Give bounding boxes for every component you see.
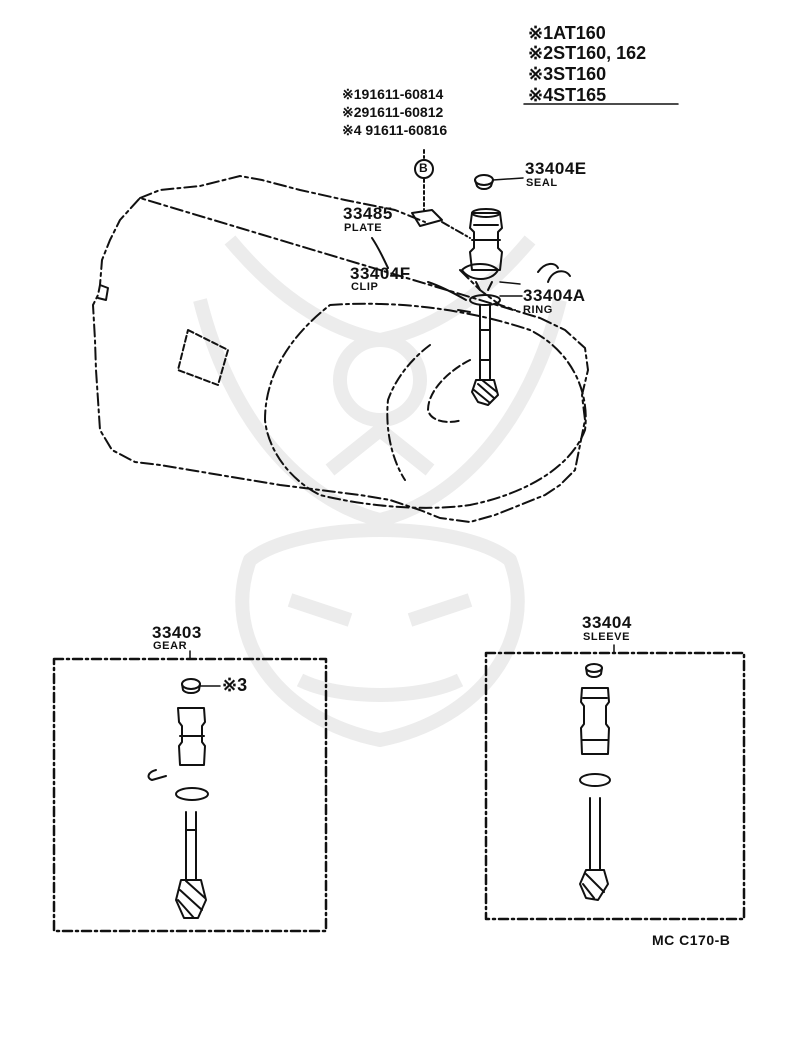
clip-leader (427, 281, 471, 313)
seal-part-body (474, 179, 494, 190)
case-side-pad (177, 329, 229, 386)
sleeve-part-name: SLEEVE (583, 631, 631, 643)
case-notch (97, 284, 109, 301)
seal-part-name: SEAL (526, 177, 558, 189)
sleeve-exploded-parts (579, 663, 611, 901)
applicability-row-3: ※4 91611-60816 (342, 122, 448, 138)
sleeve-part-number: 33404 (582, 613, 632, 632)
ring-part-number: 33404A (523, 286, 586, 305)
gear-part-number: 33403 (152, 623, 202, 642)
gear-applicability-note: ※3 (222, 675, 248, 695)
legend-row-1: ※1AT160 (528, 23, 606, 43)
clip-part-number: 33404F (350, 264, 411, 283)
legend-row-4: ※4ST165 (528, 85, 607, 105)
applicability-row-2: ※291611-60812 (342, 104, 444, 120)
main-sleeve-assembly (461, 208, 503, 406)
bellhousing-inner-arc (386, 344, 431, 481)
seal-part (474, 174, 494, 186)
clip-leader-right (499, 281, 521, 285)
gear-exploded-parts (147, 678, 221, 919)
legend-row-2: ※2ST160, 162 (528, 43, 647, 63)
plate-part-number: 33485 (343, 204, 393, 223)
plate-part-name: PLATE (344, 222, 383, 234)
plate-leader (441, 221, 471, 239)
gear-part-name: GEAR (153, 640, 188, 652)
plate-part (411, 209, 443, 227)
bellhousing-outline (264, 302, 587, 509)
seal-part-number: 33404E (525, 159, 587, 178)
samurai-watermark (193, 235, 567, 747)
legend-row-3: ※3ST160 (528, 64, 607, 84)
ring-part-name: RING (523, 304, 553, 316)
clip-part-name: CLIP (351, 281, 379, 293)
seal-leader (492, 177, 524, 181)
main-clip-part (537, 262, 571, 283)
bellhousing-inner-arc-2 (427, 359, 471, 423)
plate-callout-line (371, 237, 389, 269)
applicability-row-1: ※191611-60814 (342, 86, 444, 102)
sleeve-box-frame (484, 651, 746, 921)
bolt-symbol-letter: B (419, 161, 428, 175)
diagram-code: MC C170-B (652, 932, 731, 948)
transmission-case-outline (92, 175, 589, 523)
